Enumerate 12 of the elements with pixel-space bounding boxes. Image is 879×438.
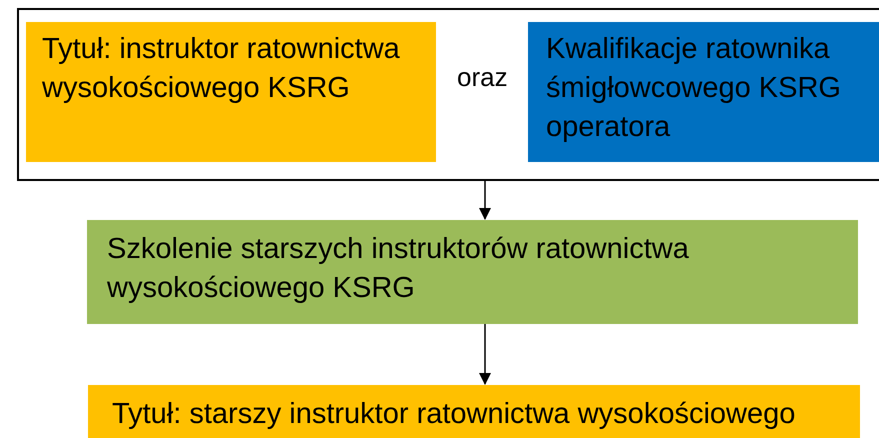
arrow: [479, 324, 491, 385]
process-box: [88, 385, 860, 438]
frame-box: [17, 8, 879, 181]
box-text: Szkolenie starszych instruktorów ratownictwa wysokościowego KSRG: [107, 232, 690, 306]
process-box: [87, 220, 858, 324]
process-box: [26, 22, 436, 162]
process-box: [528, 22, 879, 162]
box-text: Kwalifikacje ratownika śmigłowcowego KSRG operatora: [546, 32, 842, 145]
arrow: [479, 181, 491, 220]
connector-word: oraz: [457, 62, 508, 93]
box-text: Tytuł: starszy instruktor ratownictwa wysokościowego: [112, 397, 796, 432]
box-text: Tytuł: instruktor ratownictwa wysokościowego KSRG: [42, 32, 401, 106]
